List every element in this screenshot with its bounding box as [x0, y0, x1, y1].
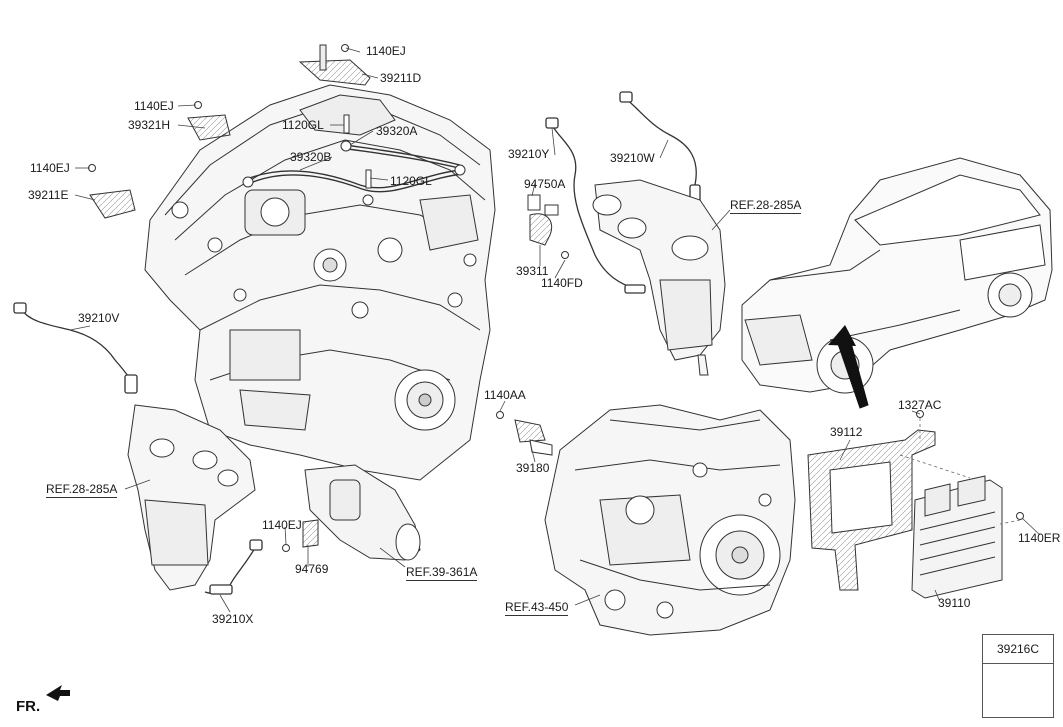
label-1140ej-top: 1140EJ [366, 44, 406, 58]
label-1140aa: 1140AA [484, 388, 526, 402]
label-39112: 39112 [830, 425, 863, 439]
legend-box: 39216C [982, 634, 1054, 718]
vehicle-outline [741, 157, 1053, 394]
fuel-rail-lines [244, 144, 464, 193]
label-39180: 39180 [516, 461, 550, 475]
front-direction-label: FR. [16, 698, 41, 715]
label-1140fd: 1140FD [541, 276, 583, 290]
label-1140ej-left2: 1140EJ [30, 161, 70, 175]
label-39320a: 39320A [376, 124, 418, 138]
leader-lines [69, 47, 1041, 613]
location-arrow-head [828, 325, 856, 346]
oxygen-sensor-39210v [13, 302, 138, 394]
label-ref-28-285a-left[interactable]: REF.28-285A [46, 482, 118, 498]
label-39321h: 39321H [128, 118, 171, 132]
label-ref-43-450[interactable]: REF.43-450 [505, 600, 569, 616]
label-1327ac: 1327AC [898, 398, 942, 412]
label-1140ej-left1: 1140EJ [134, 99, 174, 113]
label-1140er: 1140ER [1018, 531, 1061, 545]
bolts-upper [242, 114, 466, 206]
exhaust-manifold-right [592, 179, 726, 376]
ecu-bracket-39112 [807, 429, 936, 591]
exhaust-manifold-left [127, 404, 256, 591]
ecu-39110 [911, 475, 1003, 599]
label-1140ej-bottom: 1140EJ [262, 518, 302, 532]
legend-part-number: 39216C [983, 635, 1053, 664]
starter-motor [302, 464, 421, 561]
label-94750a: 94750A [524, 177, 566, 191]
label-39210x: 39210X [212, 612, 254, 626]
oxygen-sensor-39210y [545, 117, 646, 294]
label-94769: 94769 [295, 562, 329, 576]
bracket-parts [89, 44, 371, 219]
label-39210w: 39210W [610, 151, 655, 165]
label-1120gl-2: 1120GL [390, 174, 432, 188]
front-direction-arrow [46, 685, 70, 701]
label-39311: 39311 [516, 264, 549, 278]
transmission-assembly [544, 404, 796, 636]
label-39211d: 39211D [380, 71, 422, 85]
label-ref-28-285a-right[interactable]: REF.28-285A [730, 198, 802, 214]
engine-assembly [144, 84, 496, 481]
oxygen-sensor-39210x [204, 539, 263, 595]
sensor-39180 [514, 419, 553, 456]
label-39210y: 39210Y [508, 147, 550, 161]
alignment-lines [899, 418, 1021, 525]
label-39110: 39110 [938, 596, 971, 610]
label-39211e: 39211E [28, 188, 69, 202]
label-39320b: 39320B [290, 150, 332, 164]
label-ref-39-361a[interactable]: REF.39-361A [406, 565, 478, 581]
sensor-94750a [527, 194, 559, 246]
label-39210v: 39210V [78, 311, 120, 325]
label-1120gl-1: 1120GL [282, 118, 324, 132]
